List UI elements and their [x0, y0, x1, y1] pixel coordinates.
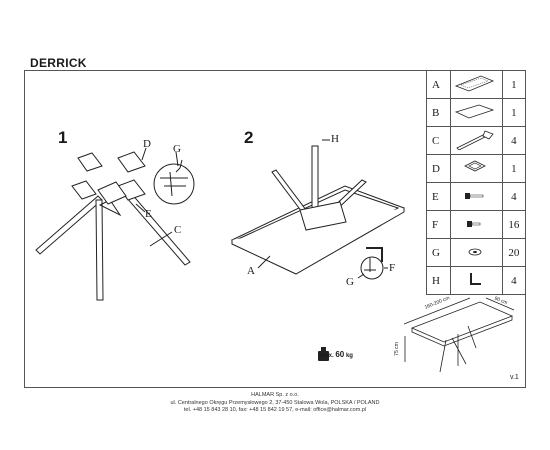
part-quantity: 4 [501, 266, 527, 295]
part-quantity: 1 [501, 98, 527, 127]
dimension-height: 75 cm [393, 342, 400, 356]
step2-label-h: H [331, 133, 339, 145]
leg-icon [451, 130, 497, 153]
step2-label-g: G [346, 276, 354, 288]
part-code: G [425, 238, 452, 267]
step1-label-d: D [143, 138, 151, 150]
part-quantity: 1 [501, 154, 527, 183]
part-quantity: 20 [501, 238, 527, 267]
parts-row: G 20 [425, 238, 527, 267]
part-image [450, 266, 503, 295]
part-code: E [425, 182, 452, 211]
part-quantity: 1 [501, 70, 527, 99]
part-image [450, 238, 503, 267]
step2-label-a: A [247, 265, 255, 277]
part-image [450, 182, 503, 211]
part-quantity: 4 [501, 182, 527, 211]
step-number-2: 2 [244, 128, 254, 147]
part-quantity: 16 [501, 210, 527, 239]
version-label: v.1 [510, 374, 519, 381]
allen-key-icon [451, 273, 497, 293]
long-screw-icon [451, 193, 497, 209]
part-image [450, 154, 503, 183]
footer-address: ul. Centralnego Okręgu Przemysłowego 2, … [170, 399, 380, 406]
part-image [450, 210, 503, 239]
part-code: H [425, 266, 452, 295]
footer-contact: tel. +48 15 843 28 10, fax: +48 15 842 1… [183, 407, 367, 413]
product-title: DERRICK [30, 56, 87, 70]
table-top-icon [451, 75, 497, 97]
max-load-value: 60 [335, 350, 345, 359]
max-load-label: max. [320, 353, 334, 359]
weight-icon [318, 347, 329, 361]
part-code: C [425, 126, 452, 155]
step1-plates [71, 151, 146, 205]
part-image [450, 70, 503, 99]
part-quantity: 4 [501, 126, 527, 155]
step1-label-c: C [174, 224, 182, 236]
instruction-frame [24, 70, 526, 388]
washer-icon [451, 248, 497, 265]
step1-label-e: E [145, 208, 152, 220]
part-code: B [425, 98, 452, 127]
part-image [450, 98, 503, 127]
max-load: max. 60 kg [320, 350, 353, 359]
extension-leaf-icon [451, 104, 497, 125]
step2-legs [271, 145, 367, 231]
footer: HALMAR Sp. z o.o. ul. Centralnego Okręgu… [0, 392, 550, 415]
footer-company: HALMAR Sp. z o.o. [251, 392, 299, 398]
part-code: A [425, 70, 452, 99]
short-screw-icon [451, 221, 497, 237]
bracket-icon [451, 160, 497, 181]
part-code: D [425, 154, 452, 183]
dimension-drawing [403, 297, 515, 373]
part-code: F [425, 210, 452, 239]
max-load-unit: kg [345, 353, 353, 359]
step1-label-g: G [173, 143, 181, 155]
part-image [450, 126, 503, 155]
parts-row: F 16 [425, 210, 527, 239]
step2-label-f: F [389, 262, 396, 274]
step-number-1: 1 [58, 128, 68, 147]
